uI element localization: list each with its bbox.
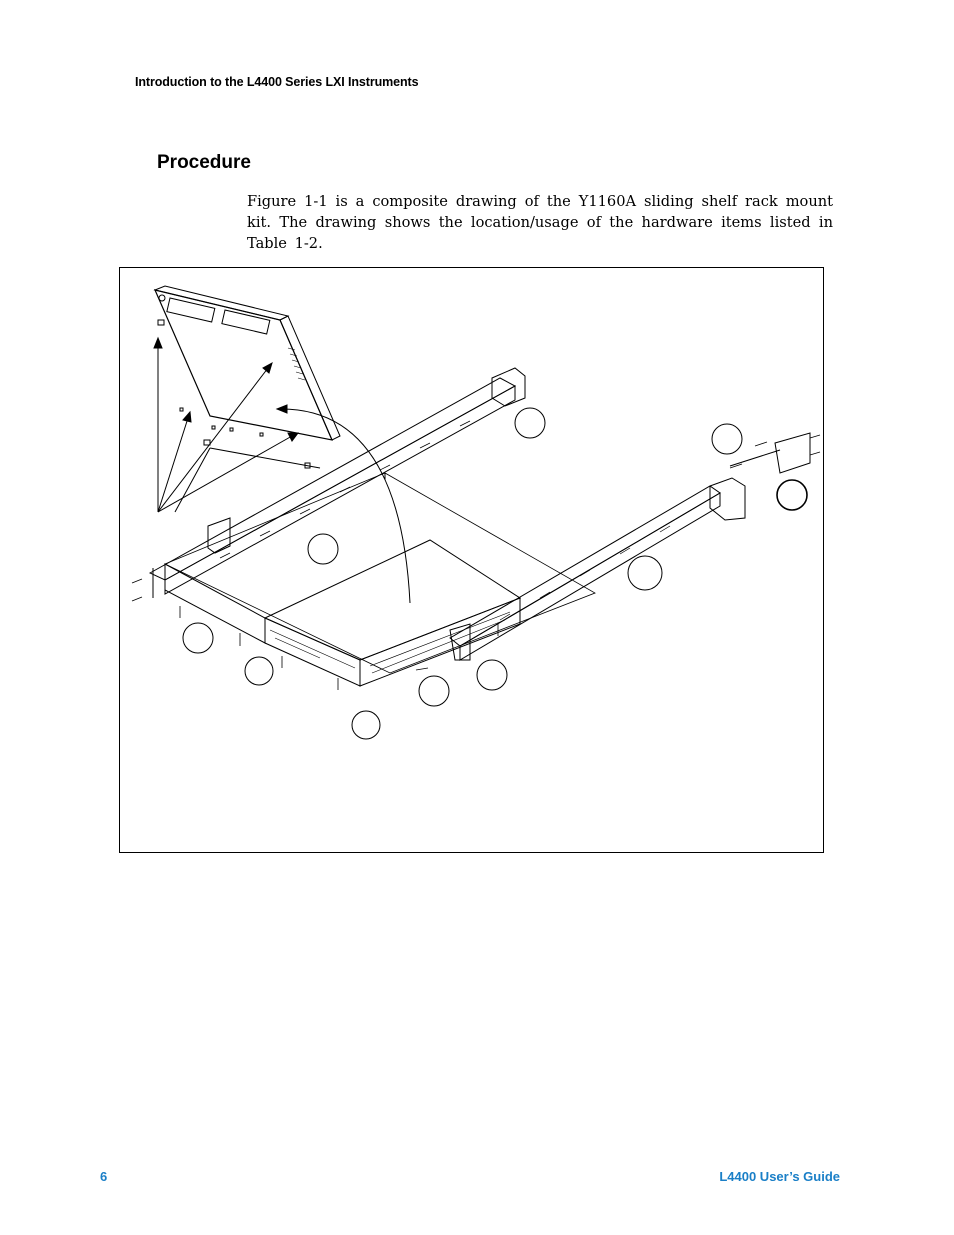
figure-rack-mount-kit: [119, 267, 824, 853]
intro-paragraph: Figure 1-1 is a composite drawing of the…: [247, 193, 833, 252]
rack-mount-kit-drawing-icon: [131, 285, 821, 740]
page-number: 6: [100, 1169, 108, 1184]
screws: [131, 434, 821, 690]
running-header: Introduction to the L4400 Series LXI Ins…: [135, 75, 419, 89]
left-slide-rail: [148, 367, 526, 595]
guide-title: L4400 User’s Guide: [719, 1169, 840, 1184]
sliding-shelf: [152, 472, 596, 687]
section-title: Procedure: [157, 152, 251, 173]
instrument-underside-illustration: [153, 285, 411, 604]
right-slide-rail: [449, 432, 811, 661]
callout-circles: [182, 407, 808, 740]
